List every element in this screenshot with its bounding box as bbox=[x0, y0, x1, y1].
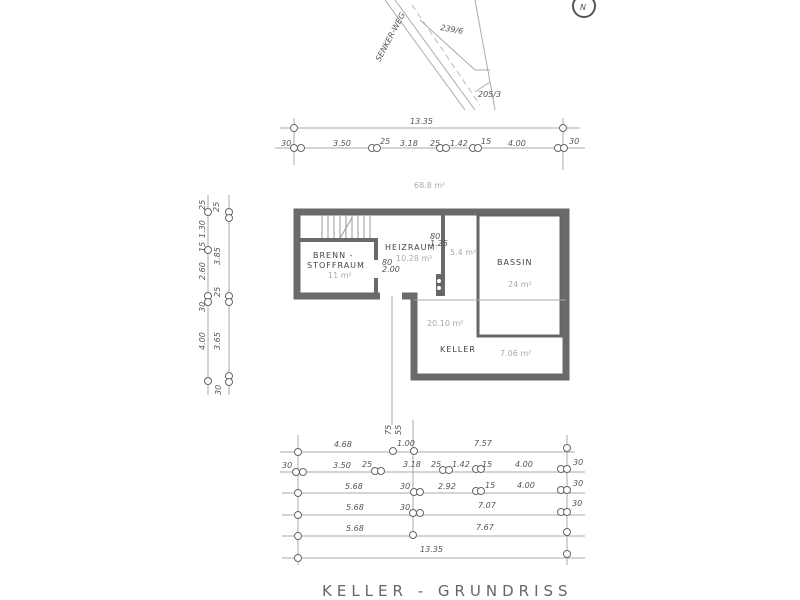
dimension-label: 3.65 bbox=[213, 332, 222, 350]
site-plan: 239/6 205/3 SENKER-WEG N bbox=[374, 0, 596, 111]
dimension-label: 13.35 bbox=[420, 545, 443, 554]
dimension-label: 25 bbox=[213, 287, 222, 297]
dimension-label: 7.57 bbox=[474, 439, 493, 448]
north-arrow-icon: N bbox=[572, 0, 596, 18]
dimension-label: 13.35 bbox=[410, 117, 433, 126]
area-label: 7.06 m² bbox=[500, 349, 531, 358]
dimension-label: 15 bbox=[481, 137, 491, 146]
dimension-label: 75 bbox=[384, 425, 393, 435]
dimension-label: 30 bbox=[569, 137, 579, 146]
area-label: 11 m² bbox=[328, 271, 352, 280]
room-label-brennstoffraum: BRENN - bbox=[313, 251, 354, 260]
door-label: 2.00 bbox=[382, 265, 400, 274]
dimension-label: 25 bbox=[212, 202, 221, 212]
room-label-brennstoffraum: STOFFRAUM bbox=[307, 261, 365, 270]
door-label: 1.25 bbox=[430, 239, 448, 248]
dimension-label: 30 bbox=[573, 458, 583, 467]
dimension-label: 2.92 bbox=[438, 482, 456, 491]
dimension-label: 5.68 bbox=[345, 482, 363, 491]
dimension-label: 30 bbox=[400, 503, 410, 512]
area-label: 20.10 m² bbox=[427, 319, 463, 328]
dimension-label: 25 bbox=[431, 460, 441, 469]
dimension-label: 25 bbox=[380, 137, 390, 146]
room-label-keller: KELLER bbox=[440, 345, 476, 354]
dimension-label: 3.50 bbox=[333, 139, 351, 148]
dimension-label: 30 bbox=[198, 302, 207, 312]
dimension-label: 4.00 bbox=[515, 460, 533, 469]
dimension-label: 2.60 bbox=[198, 262, 207, 280]
dimension-label: 3.18 bbox=[400, 139, 418, 148]
dimension-label: 1.42 bbox=[452, 460, 470, 469]
road-label: SENKER-WEG bbox=[374, 11, 407, 63]
bottom-dimensions: 75 55 4.68 1.00 7.57 30 3.50 25 3.18 25 … bbox=[280, 420, 585, 565]
top-dimensions: 13.35 30 3.50 25 3.18 25 1.42 15 4.00 30… bbox=[275, 117, 585, 190]
room-label-heizraum: HEIZRAUM bbox=[385, 243, 435, 252]
dimension-label: 7.67 bbox=[476, 523, 495, 532]
dimension-label: 25 bbox=[198, 200, 207, 210]
dimension-label: 15 bbox=[198, 242, 207, 252]
dimension-label: 1.30 bbox=[198, 220, 207, 238]
dimension-label: 55 bbox=[394, 425, 403, 435]
dimension-label: 3.18 bbox=[403, 460, 421, 469]
dimension-label: 4.00 bbox=[198, 332, 207, 350]
dimension-label: 3.50 bbox=[333, 461, 351, 470]
dimension-label: 30 bbox=[281, 139, 291, 148]
dimension-label: 30 bbox=[400, 482, 410, 491]
drawing-title: KELLER - GRUNDRISS bbox=[322, 582, 573, 600]
area-label: 24 m² bbox=[508, 280, 532, 289]
dimension-label: 30 bbox=[214, 385, 223, 395]
parcel-label: 205/3 bbox=[478, 90, 501, 99]
area-label: 10.28 m² bbox=[396, 254, 432, 263]
area-label: 5.4 m² bbox=[450, 248, 476, 257]
dimension-label: 30 bbox=[572, 499, 582, 508]
basement-plan: BRENN - STOFFRAUM 11 m² 80 2.00 HEIZRAUM… bbox=[293, 208, 570, 425]
left-dimensions: 25 3.85 25 3.65 30 25 1.30 15 2.60 30 4.… bbox=[198, 195, 233, 395]
dimension-label: 4.00 bbox=[508, 139, 526, 148]
dimension-label: 4.68 bbox=[334, 440, 352, 449]
dimension-label: 5.68 bbox=[346, 524, 364, 533]
dimension-label: 4.00 bbox=[517, 481, 535, 490]
dimension-label: 30 bbox=[573, 479, 583, 488]
room-label-bassin: BASSIN bbox=[497, 258, 532, 267]
dimension-label: 15 bbox=[482, 460, 492, 469]
dimension-label: 7.07 bbox=[478, 501, 497, 510]
dimension-label: 1.00 bbox=[397, 439, 415, 448]
area-label: 68.8 m² bbox=[414, 181, 445, 190]
door-label: 80 bbox=[382, 258, 392, 267]
dimension-label: 1.42 bbox=[450, 139, 468, 148]
dimension-label: 15 bbox=[485, 481, 495, 490]
dimension-label: 25 bbox=[362, 460, 372, 469]
dimension-label: 3.85 bbox=[213, 247, 222, 265]
door-label: 80 bbox=[430, 232, 440, 241]
stairs bbox=[321, 215, 371, 239]
svg-text:N: N bbox=[580, 3, 586, 12]
dimension-label: 25 bbox=[430, 139, 440, 148]
dimension-label: 5.68 bbox=[346, 503, 364, 512]
parcel-label: 239/6 bbox=[440, 23, 464, 36]
dimension-label: 30 bbox=[282, 461, 292, 470]
